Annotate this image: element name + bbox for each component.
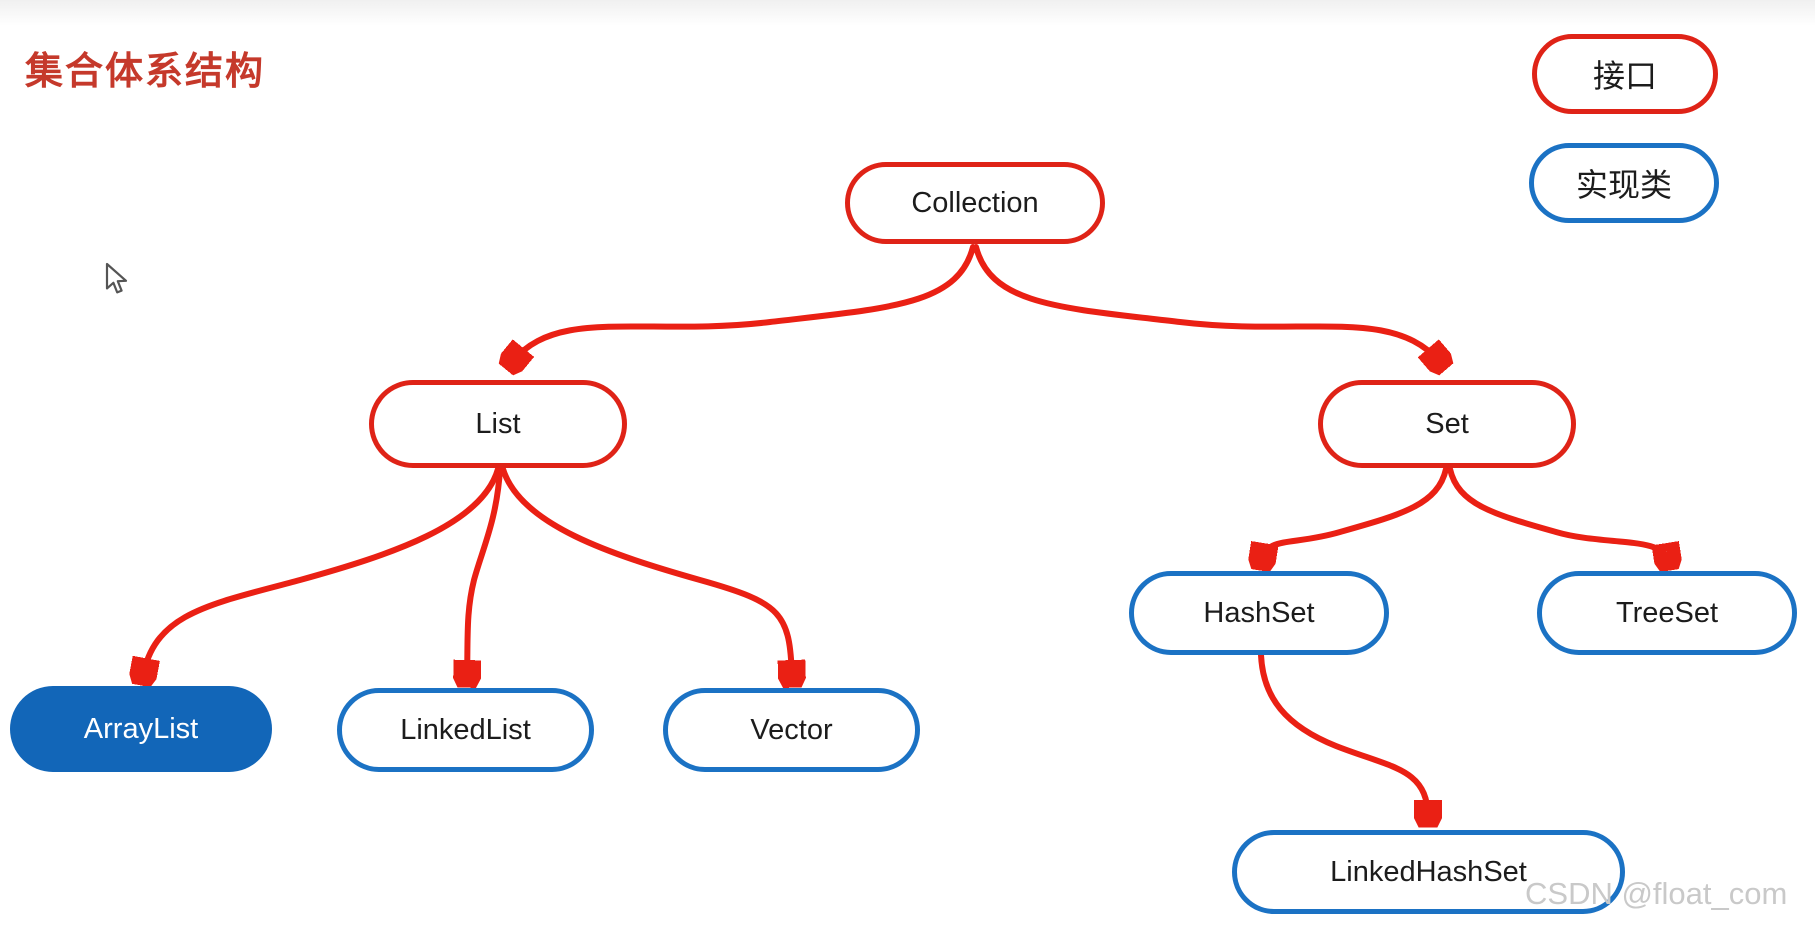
edge-list-arraylist (143, 466, 501, 676)
edge-collection-set (973, 244, 1440, 362)
top-gradient-strip (0, 0, 1815, 26)
node-collection-label: Collection (911, 186, 1039, 219)
legend-interface-label: 接口 (1592, 58, 1657, 94)
node-arraylist: ArrayList (10, 686, 272, 772)
edge-set-treeset (1447, 466, 1668, 561)
legend-implementation-label: 实现类 (1575, 167, 1672, 203)
node-hashset-label: HashSet (1203, 596, 1315, 629)
node-vector-label: Vector (750, 713, 833, 746)
node-collection: Collection (845, 162, 1105, 244)
node-hashset: HashSet (1129, 571, 1389, 655)
mouse-cursor-icon (105, 262, 128, 294)
legend-implementation-pill: 实现类 (1529, 143, 1719, 223)
edge-set-hashset (1262, 466, 1449, 561)
node-linkedhashset: LinkedHashSet (1232, 830, 1625, 914)
node-linkedhashset-label: LinkedHashSet (1330, 855, 1527, 888)
watermark: CSDN @float_com (1525, 876, 1788, 911)
legend-interface-pill: 接口 (1532, 34, 1718, 114)
node-treeset-label: TreeSet (1615, 596, 1719, 629)
node-list-label: List (475, 407, 521, 440)
node-treeset: TreeSet (1537, 571, 1797, 655)
edge-list-linkedlist (467, 466, 503, 678)
diagram-title: 集合体系结构 (25, 51, 266, 93)
edge-collection-list (512, 244, 976, 362)
node-list: List (369, 380, 627, 468)
node-set: Set (1318, 380, 1576, 468)
edge-list-vector (500, 466, 792, 678)
node-linkedlist: LinkedList (337, 688, 594, 772)
node-linkedlist-label: LinkedList (400, 713, 531, 746)
node-arraylist-label: ArrayList (83, 712, 199, 745)
edge-hashset-linkedhashset (1258, 652, 1428, 818)
node-vector: Vector (663, 688, 920, 772)
node-set-label: Set (1425, 407, 1469, 440)
